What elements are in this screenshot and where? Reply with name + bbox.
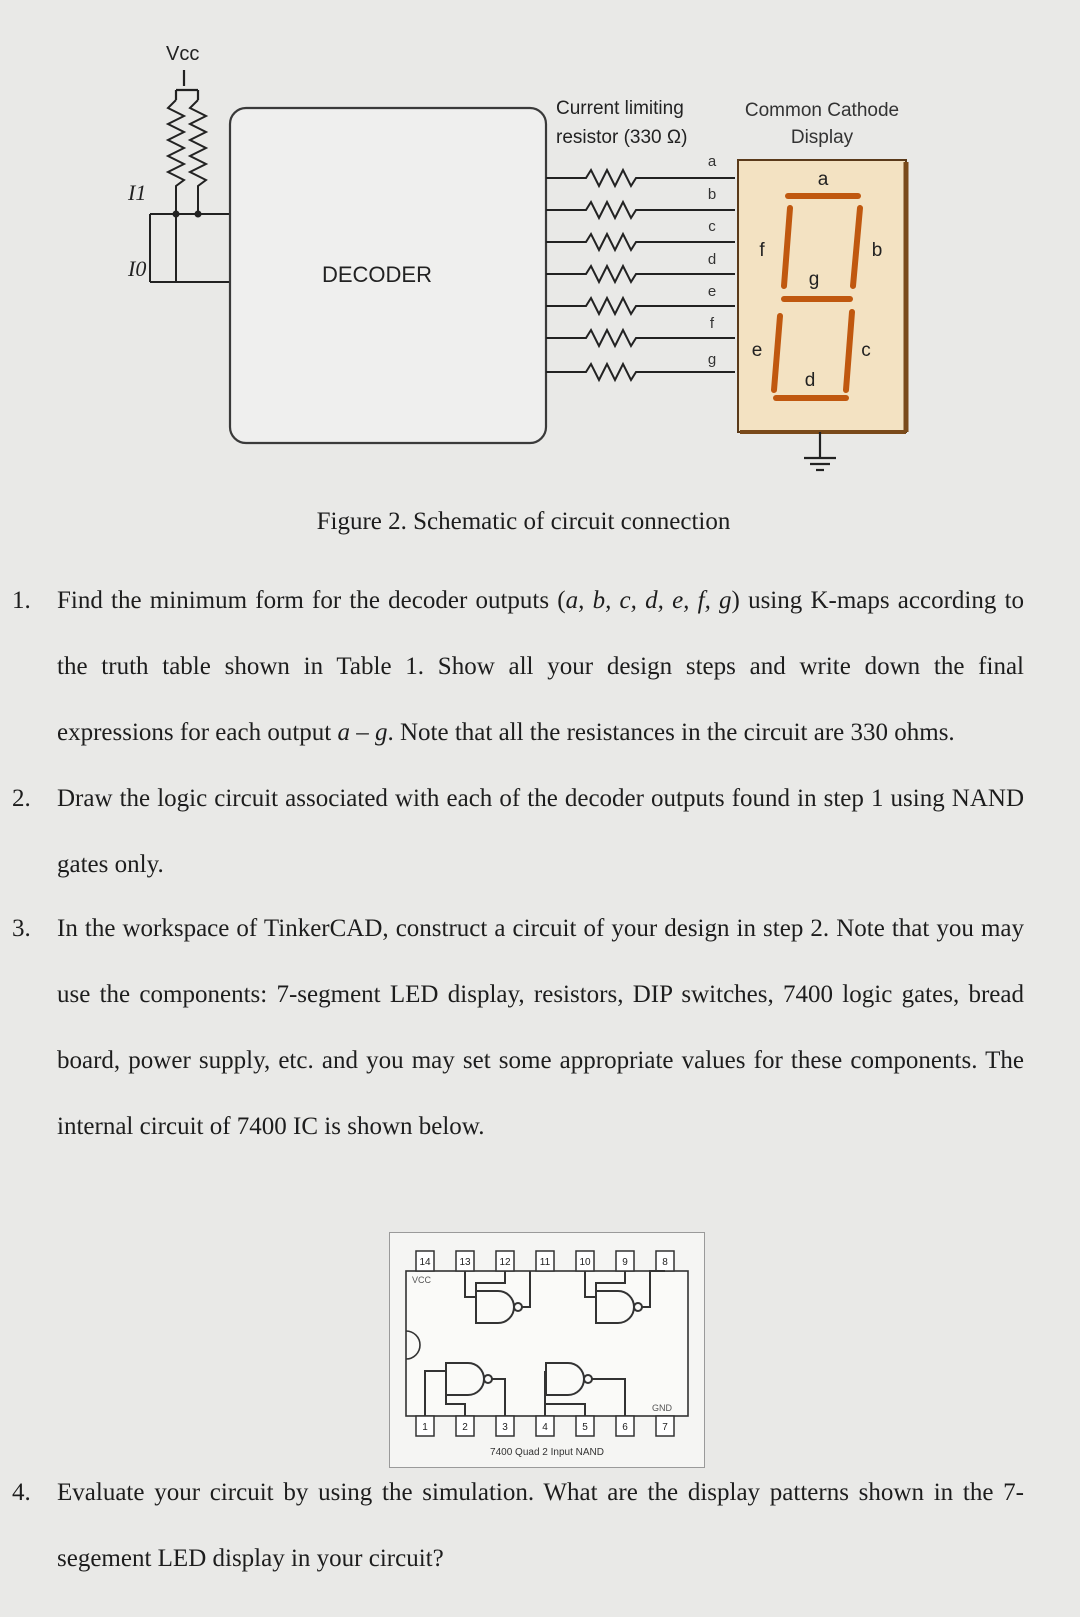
step-text: Find the minimum form for the decoder ou…: [57, 587, 566, 614]
pin-5: 5: [582, 1422, 588, 1433]
nand-gate-lower-1: [424, 1362, 506, 1416]
pin-label-g: g: [708, 351, 716, 368]
nand-gate-upper-2: [584, 1270, 665, 1324]
step-1: 1. Find the minimum form for the decoder…: [12, 568, 1024, 766]
segment-e: [771, 313, 783, 393]
segment-label-b: b: [872, 240, 883, 261]
step-text: Evaluate your circuit by using the simul…: [57, 1479, 1024, 1572]
resistor-label-line1: Current limiting: [556, 98, 684, 119]
segment-b: [850, 205, 863, 289]
pin-2: 2: [462, 1422, 468, 1433]
pin-7: 7: [662, 1422, 668, 1433]
step-text: . Note that all the resistances in the c…: [387, 719, 955, 746]
pin-9: 9: [622, 1257, 628, 1268]
pullup-resistor-2: [187, 99, 209, 214]
decoder-label: DECODER: [322, 262, 432, 287]
pin-13: 13: [459, 1257, 471, 1268]
segment-label-c: c: [861, 340, 871, 361]
segment-label-e: e: [752, 340, 763, 361]
display-label-line2: Display: [791, 127, 854, 148]
ground-symbol: [804, 432, 836, 472]
junction-dot: [194, 210, 202, 218]
segment-label-d: d: [805, 370, 816, 391]
input-label-i0: I0: [127, 256, 146, 281]
ic-7400-diagram: 14 13 12 11 10 9 8 VCC 1 2 3 4 5 6 7 GND: [405, 1250, 689, 1458]
segment-label-f: f: [759, 240, 765, 261]
ic-top-pins: [415, 1250, 675, 1272]
segment-labels: a b c d e f g: [752, 169, 883, 391]
junction-dot: [172, 210, 180, 218]
pin-12: 12: [499, 1257, 511, 1268]
display-segments: [771, 193, 863, 401]
step-text: ) using K-maps according to the truth ta…: [57, 587, 1025, 746]
output-pin-labels: a b c d e f g: [708, 153, 717, 368]
segment-label-a: a: [818, 169, 829, 190]
figure-caption: Figure 2. Schematic of circuit connectio…: [316, 508, 731, 535]
nand-gate-upper-1: [464, 1271, 531, 1324]
pin-label-f: f: [710, 315, 715, 332]
pin-4: 4: [542, 1422, 548, 1433]
pin-14: 14: [419, 1257, 431, 1268]
pin-label-e: e: [708, 283, 716, 300]
display-label-line1: Common Cathode: [745, 100, 899, 121]
step-math: a, b, c, d, e, f, g: [565, 587, 732, 614]
ic-gnd-label: GND: [652, 1403, 673, 1413]
pin-11: 11: [540, 1257, 551, 1268]
nand-gate-lower-2: [544, 1362, 626, 1416]
step-3: 3. In the workspace of TinkerCAD, constr…: [12, 896, 1024, 1160]
ic-vcc-label: VCC: [412, 1275, 432, 1285]
step-4: 4. Evaluate your circuit by using the si…: [12, 1460, 1024, 1592]
instruction-steps: 1. Find the minimum form for the decoder…: [12, 568, 1024, 1592]
input-lines: [149, 213, 230, 283]
ic-7400-figure: 14 13 12 11 10 9 8 VCC 1 2 3 4 5 6 7 GND: [389, 1232, 705, 1468]
decoder-box: [228, 106, 548, 445]
step-text: Draw the logic circuit associated with e…: [57, 785, 1024, 878]
pin-label-b: b: [708, 186, 716, 203]
segment-label-g: g: [809, 269, 820, 290]
segment-c: [843, 309, 855, 393]
pullup-resistor-1: [165, 99, 187, 214]
segment-f: [781, 205, 793, 289]
ic-bottom-pin-labels: 1 2 3 4 5 6 7: [422, 1422, 668, 1433]
output-resistors: [546, 167, 735, 383]
circuit-schematic: Vcc I1 I0 DECODER Current limiting resis…: [127, 43, 909, 472]
step-2: 2. Draw the logic circuit associated wit…: [12, 766, 1024, 898]
step-math: a – g: [337, 719, 388, 746]
ic-caption: 7400 Quad 2 Input NAND: [490, 1447, 604, 1458]
ic-top-pin-labels: 14 13 12 11 10 9 8: [419, 1257, 668, 1268]
pin-label-c: c: [708, 218, 716, 235]
step-number: 4.: [12, 1479, 31, 1506]
step-number: 3.: [12, 915, 31, 942]
resistor-label-line2: resistor (330 Ω): [556, 127, 687, 148]
pin-6: 6: [622, 1422, 628, 1433]
pin-label-d: d: [708, 251, 716, 268]
step-number: 1.: [12, 587, 31, 614]
input-label-i1: I1: [127, 180, 146, 205]
ic-notch: [405, 1330, 421, 1360]
pin-8: 8: [662, 1257, 668, 1268]
pin-3: 3: [502, 1422, 508, 1433]
vcc-label: Vcc: [166, 43, 199, 65]
pin-10: 10: [579, 1257, 591, 1268]
pin-1: 1: [422, 1422, 428, 1433]
pin-label-a: a: [708, 153, 717, 170]
step-number: 2.: [12, 785, 31, 812]
step-text: In the workspace of TinkerCAD, construct…: [57, 915, 1024, 1140]
vcc-rail: [174, 70, 200, 100]
